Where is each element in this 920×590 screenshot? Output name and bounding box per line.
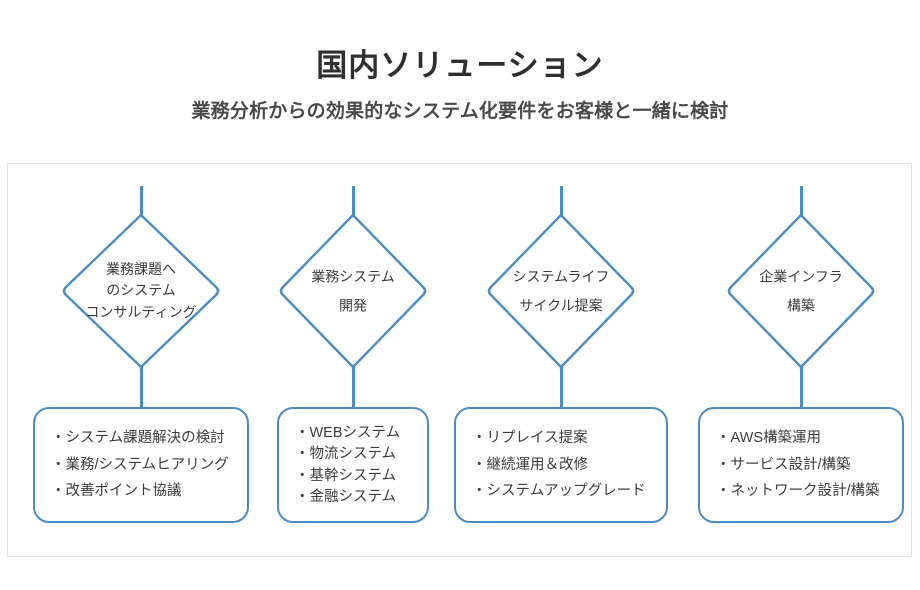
diamond-outline-icon	[487, 213, 635, 371]
detail-box-4[interactable]: ・AWS構築運用 ・サービス設計/構築 ・ネットワーク設計/構築	[698, 407, 904, 523]
list-item: ・サービス設計/構築	[716, 456, 851, 473]
diamond-outline-icon	[727, 213, 875, 371]
diamond-shape-1[interactable]: 業務課題へ のシステム コンサルティング	[60, 211, 222, 371]
detail-box-1[interactable]: ・システム課題解決の検討 ・業務/システムヒアリング ・改善ポイント協議	[33, 407, 249, 523]
list-item: ・システムアップグレード	[472, 483, 646, 500]
list-item: ・WEBシステム	[295, 424, 401, 441]
diamond-outline-icon	[62, 213, 220, 371]
solution-column-1: 業務課題へ のシステム コンサルティング ・システム課題解決の検討 ・業務/シス…	[30, 164, 252, 556]
list-item: ・物流システム	[295, 446, 397, 462]
list-item: ・リプレイス提案	[472, 430, 588, 447]
list-item: ・改善ポイント協議	[51, 483, 182, 500]
list-item: ・システム課題解決の検討	[51, 430, 225, 447]
list-item: ・AWS構築運用	[716, 430, 821, 447]
connector-line-bottom-3	[559, 342, 563, 407]
diamond-shape-2[interactable]: 業務システム 開発	[277, 211, 429, 371]
solution-column-2: 業務システム 開発 ・WEBシステム ・物流システム ・基幹システム ・金融シス…	[273, 164, 433, 556]
diamond-outline-icon	[279, 213, 427, 371]
page-subtitle: 業務分析からの効果的なシステム化要件をお客様と一緒に検討	[191, 100, 729, 122]
diagram-panel: 業務課題へ のシステム コンサルティング ・システム課題解決の検討 ・業務/シス…	[7, 163, 912, 557]
heading-area: 国内ソリューション 業務分析からの効果的なシステム化要件をお客様と一緒に検討	[0, 0, 920, 123]
list-item: ・業務/システムヒアリング	[51, 456, 229, 473]
connector-line-bottom-4	[799, 342, 803, 407]
solution-column-4: 企業インフラ 構築 ・AWS構築運用 ・サービス設計/構築 ・ネットワーク設計/…	[695, 164, 907, 556]
connector-line-bottom-2	[351, 342, 355, 407]
connector-line-bottom-1	[139, 342, 143, 407]
page-title: 国内ソリューション	[316, 48, 604, 83]
list-item: ・基幹システム	[295, 467, 397, 484]
solution-column-3: システムライフ サイクル提案 ・リプレイス提案 ・継続運用＆改修 ・システムアッ…	[451, 164, 671, 556]
diamond-shape-4[interactable]: 企業インフラ 構築	[725, 211, 877, 371]
diamond-shape-3[interactable]: システムライフ サイクル提案	[485, 211, 637, 371]
list-item: ・継続運用＆改修	[472, 456, 588, 473]
list-item: ・金融システム	[295, 489, 397, 505]
detail-box-3[interactable]: ・リプレイス提案 ・継続運用＆改修 ・システムアップグレード	[454, 407, 668, 523]
detail-box-2[interactable]: ・WEBシステム ・物流システム ・基幹システム ・金融システム	[277, 407, 429, 523]
list-item: ・ネットワーク設計/構築	[716, 483, 880, 500]
